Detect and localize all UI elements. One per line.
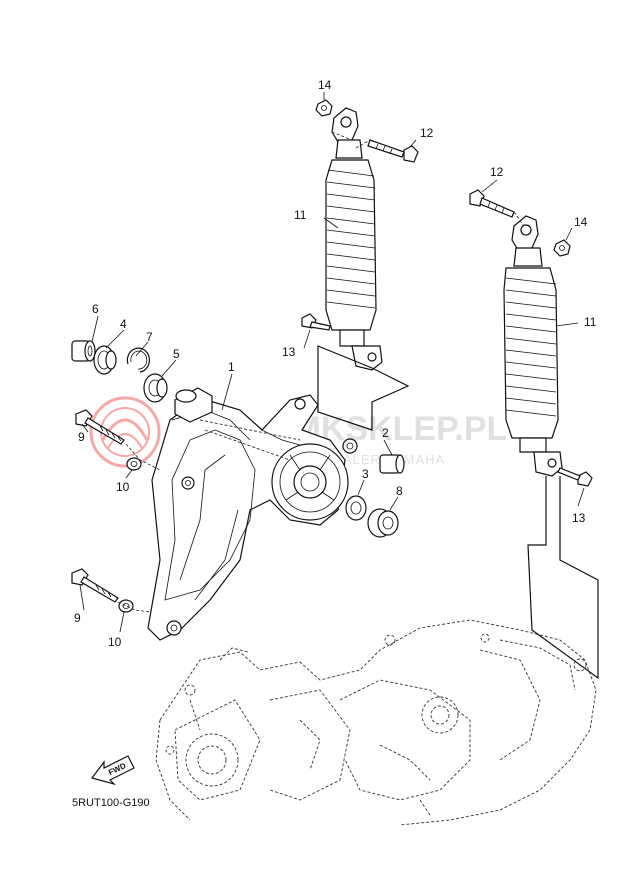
callout-9-upper: 9 xyxy=(78,430,85,444)
engine-crankcase xyxy=(155,619,597,826)
part-5-bearing xyxy=(143,373,168,403)
ref-box-left xyxy=(317,345,410,431)
bolt-12-right xyxy=(469,189,515,218)
callout-1: 1 xyxy=(228,360,235,374)
callout-2: 2 xyxy=(382,426,389,440)
bearing-parts xyxy=(71,340,168,403)
washer-10-upper xyxy=(126,457,142,471)
callout-11-left: 11 xyxy=(294,208,307,222)
callout-12-left: 12 xyxy=(420,126,434,140)
callout-7: 7 xyxy=(146,330,153,344)
part-8-dust-seal xyxy=(367,508,399,538)
callout-14-left: 14 xyxy=(318,78,332,92)
nut-14-left xyxy=(315,99,333,117)
washer-10-lower xyxy=(118,599,134,613)
bolt-9-upper xyxy=(75,409,125,445)
part-7-circlip xyxy=(126,347,151,373)
part-2-collar xyxy=(379,454,405,474)
part-3-oring xyxy=(345,495,367,521)
callout-5: 5 xyxy=(173,347,180,361)
fwd-arrow-icon: FWD xyxy=(90,755,135,786)
ref-box-right xyxy=(527,476,599,680)
callout-3: 3 xyxy=(362,467,369,481)
bolt-13-left xyxy=(301,313,331,331)
callout-4: 4 xyxy=(120,317,127,331)
part-6-collar xyxy=(71,340,96,362)
watermark-logo-icon xyxy=(89,396,161,468)
callout-10-lower: 10 xyxy=(108,635,122,649)
diagram-code: 5RUT100-G190 xyxy=(72,797,150,809)
callout-6: 6 xyxy=(92,302,99,316)
callout-12-right: 12 xyxy=(490,165,504,179)
bolt-12-left xyxy=(367,139,419,163)
leader-lines xyxy=(79,92,585,633)
nut-14-right xyxy=(553,239,571,257)
shock-absorber-left xyxy=(325,107,383,371)
callouts: 14 12 11 13 12 14 11 13 6 4 7 5 1 2 3 8 … xyxy=(74,78,597,649)
rear-arm-bracket xyxy=(147,387,358,641)
bolt-13-right xyxy=(557,467,593,487)
shock-absorber-right xyxy=(503,215,563,477)
callout-13-left: 13 xyxy=(282,345,296,359)
callout-9-lower: 9 xyxy=(74,611,81,625)
callout-10-upper: 10 xyxy=(116,480,130,494)
callout-13-right: 13 xyxy=(572,511,586,525)
part-4-bearing xyxy=(93,345,117,375)
callout-14-right: 14 xyxy=(574,215,588,229)
callout-11-right: 11 xyxy=(584,315,597,329)
callout-8: 8 xyxy=(396,484,403,498)
bolt-9-lower xyxy=(71,568,119,603)
